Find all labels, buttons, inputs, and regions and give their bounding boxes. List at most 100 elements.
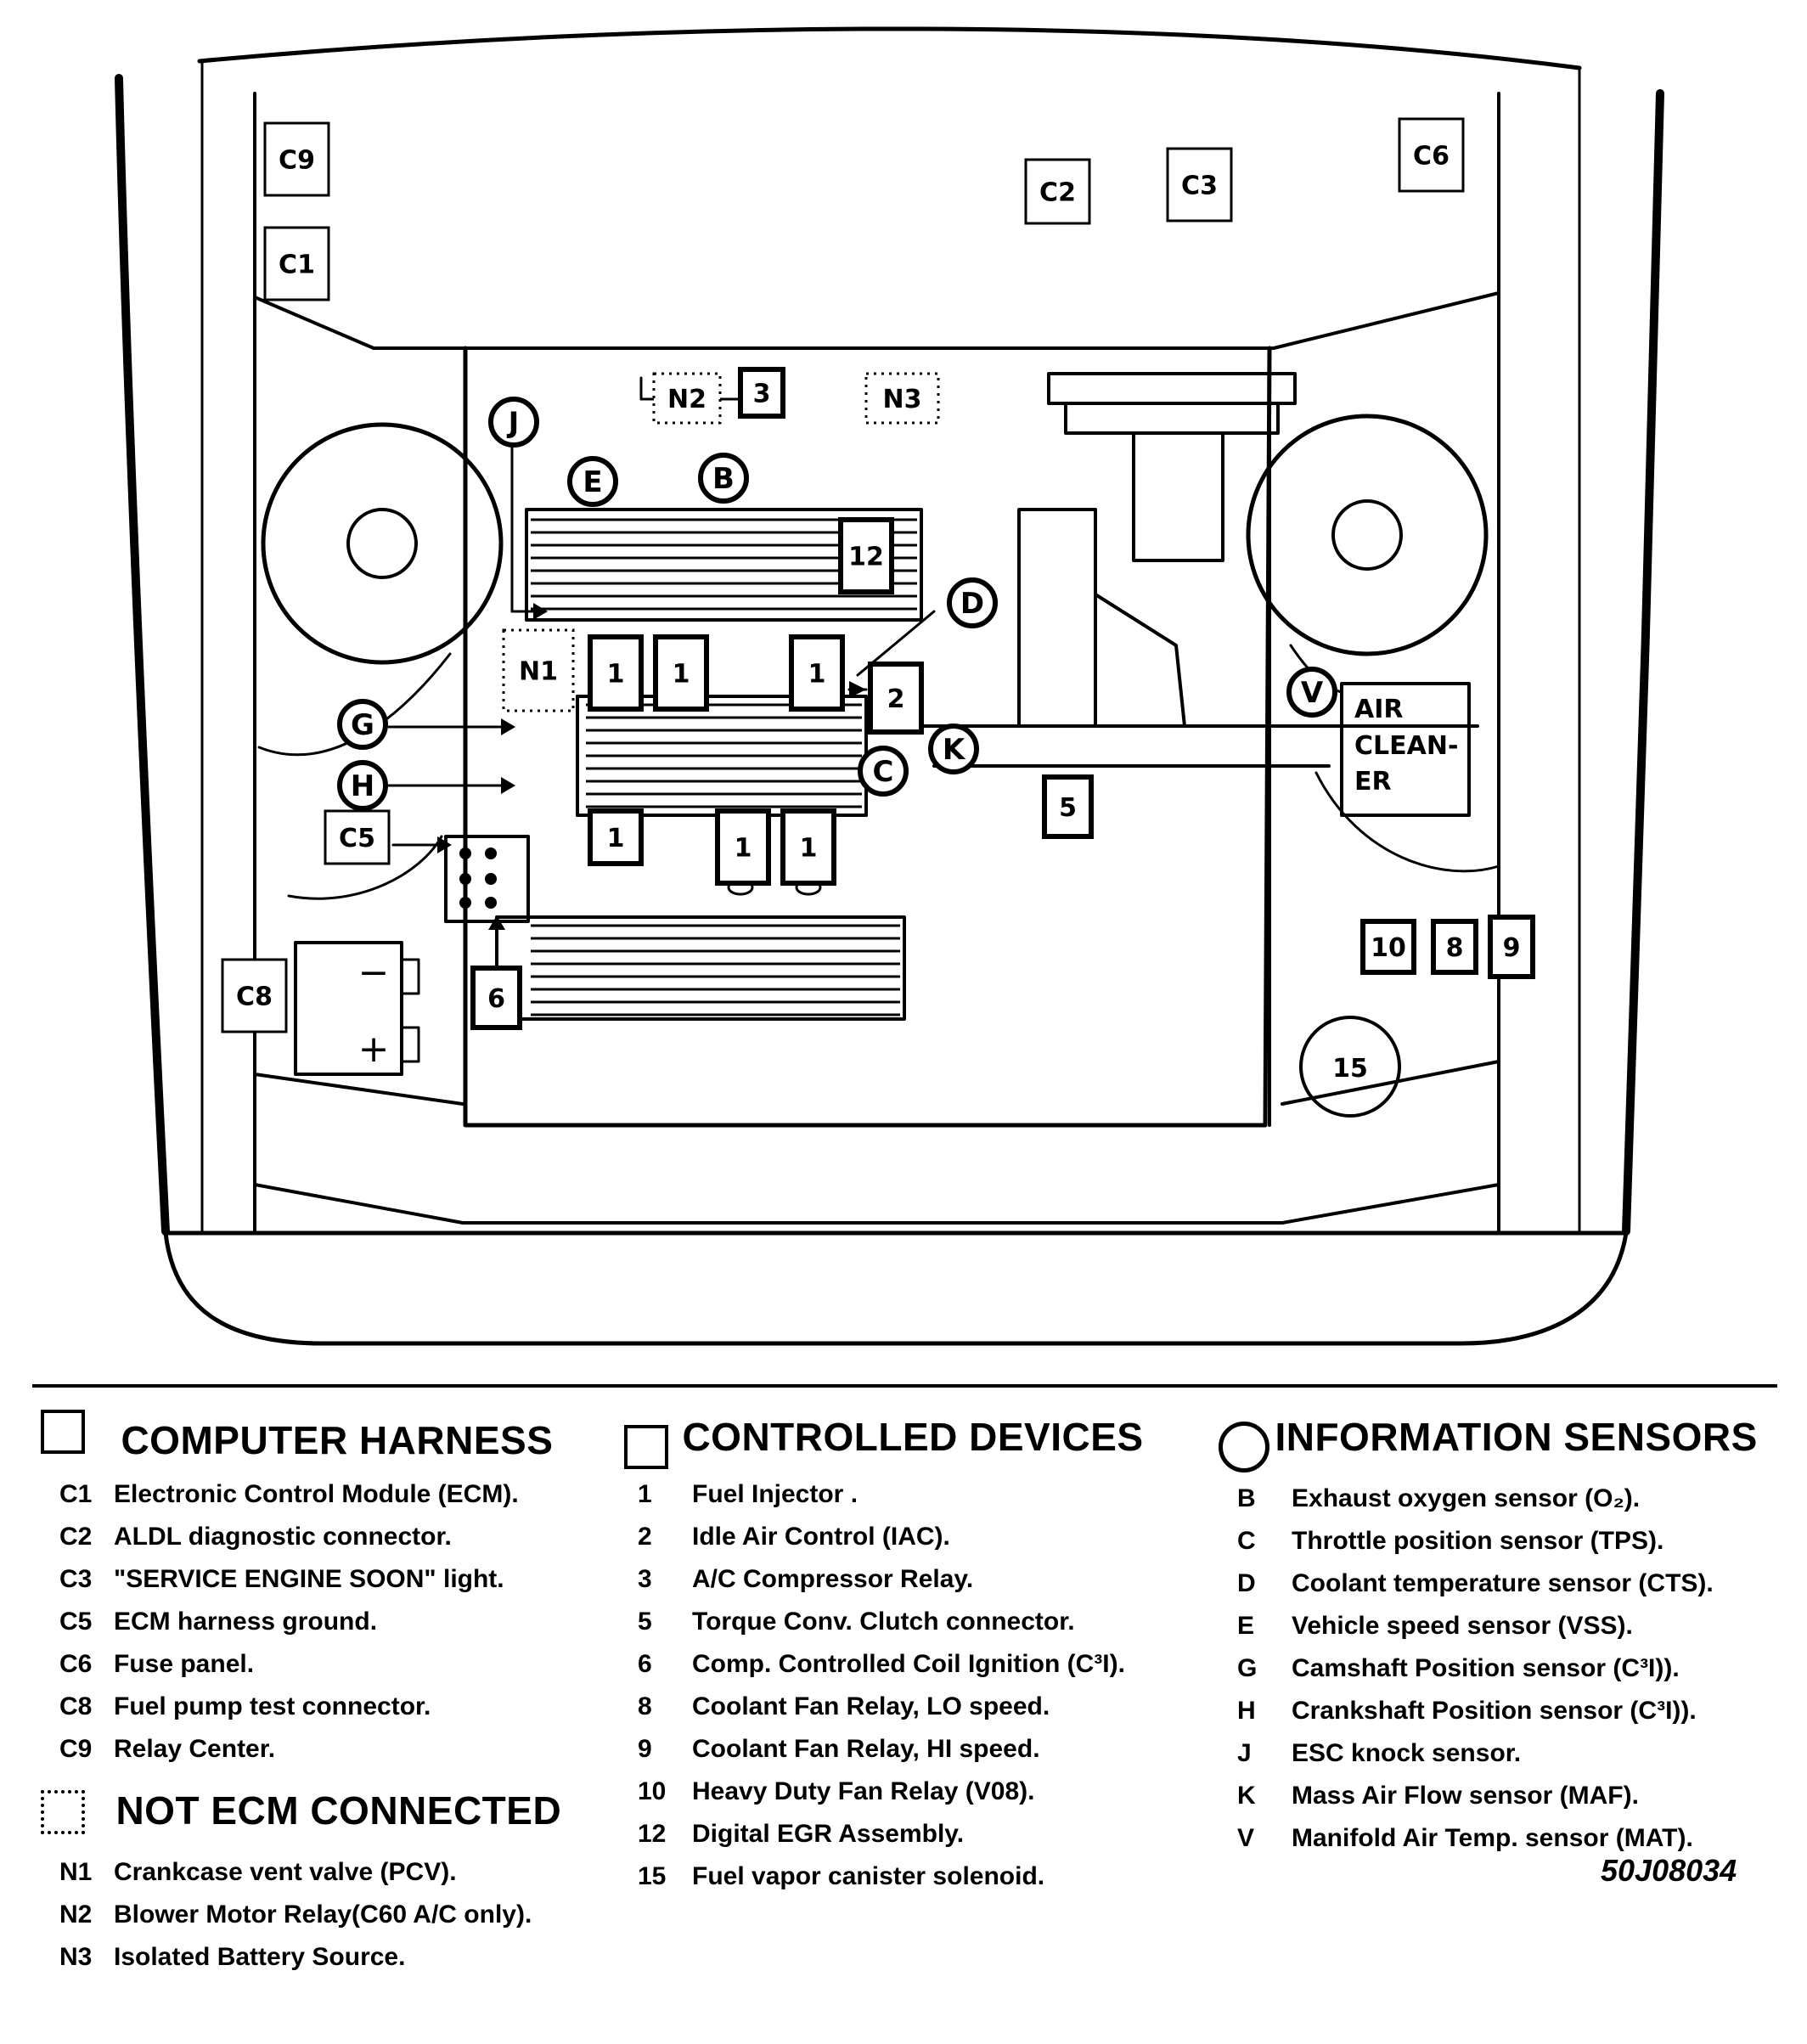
- legend-item-code: E: [1237, 1612, 1255, 1640]
- device-box-5-label: 5: [1059, 793, 1077, 823]
- right-fender-line: [1622, 89, 1664, 1236]
- legend-item-code: B: [1237, 1484, 1256, 1512]
- legend-item-code: 5: [638, 1608, 652, 1636]
- harness-box-c9: C9: [263, 121, 330, 197]
- legend-item-text: Relay Center.: [114, 1735, 276, 1763]
- legend-item-text: Digital EGR Assembly.: [692, 1820, 965, 1848]
- dotted-box-n1-label: N1: [519, 657, 558, 687]
- device-box-1-label: 1: [808, 660, 826, 690]
- battery: [294, 941, 403, 1076]
- legend-item-code: H: [1237, 1697, 1256, 1725]
- device-box-6: 6: [470, 966, 522, 1030]
- controlled-devices-title: CONTROLLED DEVICES: [682, 1415, 1144, 1459]
- legend-item-text: Crankcase vent valve (PCV).: [114, 1858, 457, 1886]
- c3i-module: [444, 835, 530, 923]
- right-strut-tower: [1246, 414, 1489, 656]
- dotted-box-n3: N3: [864, 372, 940, 425]
- harness-box-c2-label: C2: [1039, 178, 1076, 208]
- sensor-v: V: [1286, 667, 1337, 718]
- left-fender-line: [115, 74, 170, 1236]
- legend-item-text: Camshaft Position sensor (C³I)).: [1292, 1654, 1680, 1682]
- sensor-j-label: J: [507, 406, 520, 440]
- dotted-square-symbol-icon: [41, 1789, 85, 1834]
- legend-item-text: ESC knock sensor.: [1292, 1739, 1522, 1767]
- legend-item-text: Torque Conv. Clutch connector.: [692, 1608, 1075, 1636]
- legend-item-text: "SERVICE ENGINE SOON" light.: [114, 1565, 504, 1593]
- legend-item-code: N1: [59, 1858, 93, 1886]
- square-symbol-icon: [41, 1409, 85, 1454]
- legend-item: E Vehicle speed sensor (VSS).: [1237, 1605, 1758, 1647]
- device-box-12-label: 12: [848, 543, 884, 572]
- sensor-k: K: [928, 724, 979, 774]
- legend-item-code: C8: [59, 1692, 93, 1720]
- hood-line: [197, 26, 1582, 70]
- legend-item-code: J: [1237, 1739, 1252, 1767]
- legend-item-text: ECM harness ground.: [114, 1608, 378, 1636]
- legend-item-text: Fuel vapor canister solenoid.: [692, 1862, 1045, 1890]
- legend-item-code: C9: [59, 1735, 93, 1763]
- legend-item: C9 Relay Center.: [59, 1728, 561, 1771]
- figure-id: 50J08034: [1601, 1853, 1737, 1888]
- dotted-box-n2: N2: [652, 372, 722, 425]
- legend-item-code: 15: [638, 1862, 667, 1890]
- device-box-3-label: 3: [753, 380, 771, 409]
- device-box-1-label: 1: [673, 660, 690, 690]
- legend-item-code: C1: [59, 1480, 93, 1508]
- legend-item-code: V: [1237, 1824, 1255, 1852]
- legend-item-text: Vehicle speed sensor (VSS).: [1292, 1612, 1633, 1640]
- device-box-1: 1: [588, 634, 644, 712]
- legend-item-code: 9: [638, 1735, 652, 1763]
- legend-item-code: C3: [59, 1565, 93, 1593]
- device-box-1: 1: [789, 634, 845, 712]
- device-box-1-label: 1: [800, 834, 818, 864]
- legend-item-text: A/C Compressor Relay.: [692, 1565, 974, 1593]
- legend-item: C3 "SERVICE ENGINE SOON" light.: [59, 1558, 561, 1601]
- sensor-b-label: B: [712, 462, 735, 496]
- battery-plus-sign: +: [358, 1028, 390, 1071]
- sensor-k-label: K: [943, 733, 966, 767]
- harness-box-c5: C5: [324, 809, 391, 865]
- device-box-1: 1: [588, 808, 644, 866]
- legend-item: H Crankshaft Position sensor (C³I)).: [1237, 1690, 1758, 1732]
- legend-item-text: Manifold Air Temp. sensor (MAT).: [1292, 1824, 1693, 1852]
- engine-block: [463, 346, 1272, 1128]
- legend-item-text: Fuel Injector .: [692, 1480, 858, 1508]
- legend-item-text: Coolant temperature sensor (CTS).: [1292, 1569, 1714, 1597]
- legend-item-text: Crankshaft Position sensor (C³I)).: [1292, 1697, 1697, 1725]
- legend-item: 5 Torque Conv. Clutch connector.: [638, 1601, 1144, 1643]
- legend-item-text: Coolant Fan Relay, HI speed.: [692, 1735, 1040, 1763]
- harness-box-c2: C2: [1024, 158, 1091, 225]
- harness-box-c3-label: C3: [1181, 172, 1218, 201]
- harness-box-c8: C8: [221, 958, 288, 1033]
- legend-item-text: Mass Air Flow sensor (MAF).: [1292, 1782, 1639, 1810]
- legend-item-code: 6: [638, 1650, 652, 1678]
- sensor-e: E: [567, 456, 618, 507]
- device-box-10: 10: [1360, 919, 1416, 975]
- sensor-h-label: H: [351, 769, 374, 803]
- legend-item: 9 Coolant Fan Relay, HI speed.: [638, 1728, 1144, 1771]
- device-box-12: 12: [838, 517, 894, 594]
- legend-item-code: C2: [59, 1523, 93, 1551]
- harness-box-c3: C3: [1166, 147, 1233, 222]
- legend-divider: [32, 1384, 1777, 1388]
- legend-item-text: Electronic Control Module (ECM).: [114, 1480, 519, 1508]
- legend-item-code: G: [1237, 1654, 1258, 1682]
- device-box-1-label: 1: [735, 834, 752, 864]
- legend-item-text: Coolant Fan Relay, LO speed.: [692, 1692, 1050, 1720]
- legend-item: G Camshaft Position sensor (C³I)).: [1237, 1647, 1758, 1690]
- device-box-1-label: 1: [607, 824, 625, 853]
- harness-box-c1-label: C1: [279, 251, 315, 280]
- sensor-d-label: D: [960, 587, 984, 621]
